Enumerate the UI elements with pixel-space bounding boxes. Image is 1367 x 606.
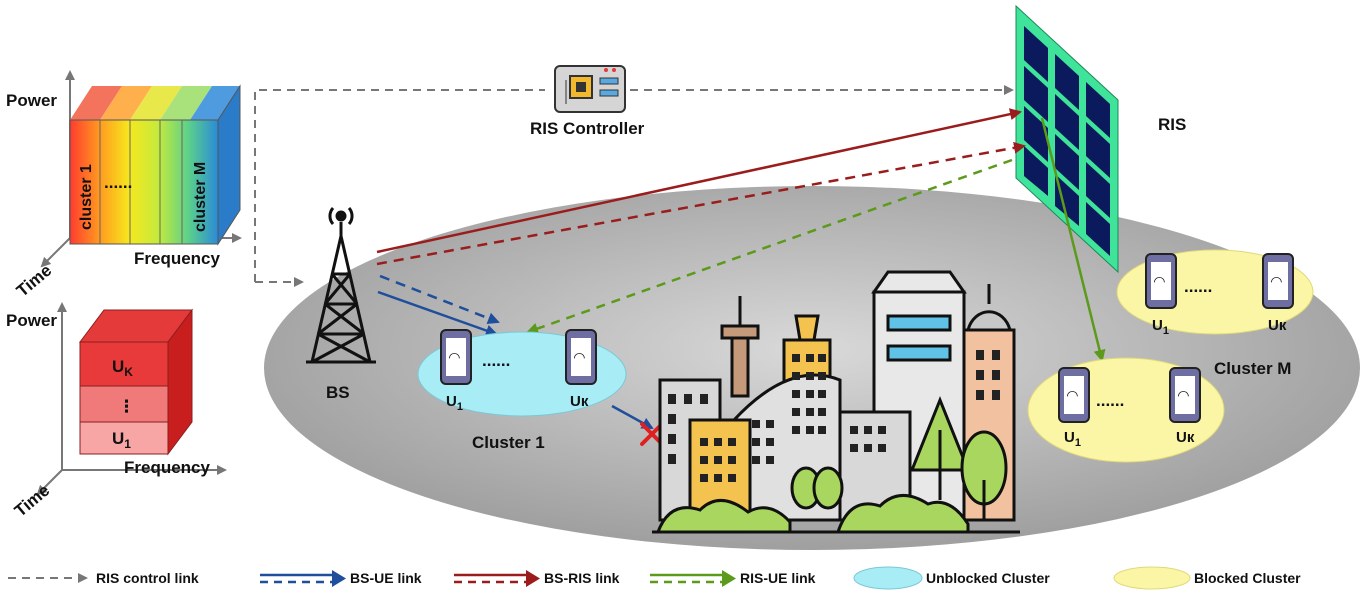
svg-text:◠: ◠: [574, 349, 585, 365]
cluster1-phone-u1: ◠: [440, 329, 472, 385]
legend-unblocked: Unblocked Cluster: [926, 570, 1050, 586]
city-windows: [668, 350, 1000, 482]
legend-blocked-swatch: [1113, 566, 1191, 590]
legend: RIS control link BS-UE link BS-RIS link …: [8, 566, 1301, 590]
cluster1-phone-uk: ◠: [565, 329, 597, 385]
power-label-bottom: Power: [6, 311, 57, 330]
ris-controller-label: RIS Controller: [530, 119, 645, 138]
clusterM-uk-label: Uк: [1268, 317, 1287, 334]
cluster2-uk-label: Uк: [1176, 429, 1195, 446]
svg-text:◠: ◠: [1067, 387, 1078, 403]
band-dots: ......: [104, 173, 132, 192]
frequency-label-top: Frequency: [134, 249, 221, 268]
cluster1-uk-label: Uк: [570, 393, 589, 410]
svg-text:◠: ◠: [1178, 387, 1189, 403]
cluster1-dots: ......: [482, 351, 510, 370]
clusterM-u1-label: U1: [1152, 317, 1169, 337]
power-label-top: Power: [6, 91, 57, 110]
bs-ris-links: [376, 108, 1026, 266]
ris-label: RIS: [1158, 115, 1186, 134]
clusterM-phone-uk: ◠: [1262, 253, 1294, 309]
bs-tower-icon: [306, 207, 376, 364]
stack-dots: ⋮: [118, 397, 135, 416]
clusterM-label: Cluster M: [1214, 359, 1291, 378]
bs-label: BS: [326, 383, 350, 402]
stack-u1-label: U1: [112, 429, 131, 451]
legend-ris-control: RIS control link: [96, 570, 199, 586]
svg-text:◠: ◠: [449, 349, 460, 365]
clusterM-phone-u1: ◠: [1145, 253, 1177, 309]
legend-bs-ris: BS-RIS link: [544, 570, 620, 586]
clusterM-dots: ......: [1184, 277, 1212, 296]
cluster2-phone-uk: ◠: [1169, 367, 1201, 423]
cluster2-phone-u1: ◠: [1058, 367, 1090, 423]
cluster1-band-label: cluster 1: [78, 164, 95, 230]
ris-panel: [1015, 4, 1119, 274]
cluster1-u1-label: U1: [446, 393, 463, 413]
cluster1-label: Cluster 1: [472, 433, 545, 452]
power-user-stack: Power Time Frequency UK ⋮ U1: [6, 302, 227, 521]
ris-controller-chip-icon: [554, 65, 626, 113]
ris-ue-links: [526, 117, 1106, 362]
bs-ue-links: [377, 274, 654, 430]
legend-unblocked-swatch: [853, 566, 923, 590]
time-label-top: Time: [13, 261, 55, 301]
ris-control-links: [254, 85, 1014, 287]
clusterM-band-label: cluster M: [192, 162, 209, 232]
legend-bs-ue: BS-UE link: [350, 570, 422, 586]
cluster2-u1-label: U1: [1064, 429, 1081, 449]
frequency-label-bottom: Frequency: [124, 458, 211, 477]
legend-ris-ue: RIS-UE link: [740, 570, 816, 586]
stack-uk-label: UK: [112, 357, 133, 379]
legend-blocked: Blocked Cluster: [1194, 570, 1301, 586]
time-label-bottom: Time: [11, 481, 53, 521]
svg-text:◠: ◠: [1154, 273, 1165, 289]
frequency-cluster-cube: Power Time Frequency cluster 1 cluster M…: [6, 70, 242, 301]
svg-text:◠: ◠: [1271, 273, 1282, 289]
cluster2-dots: ......: [1096, 391, 1124, 410]
